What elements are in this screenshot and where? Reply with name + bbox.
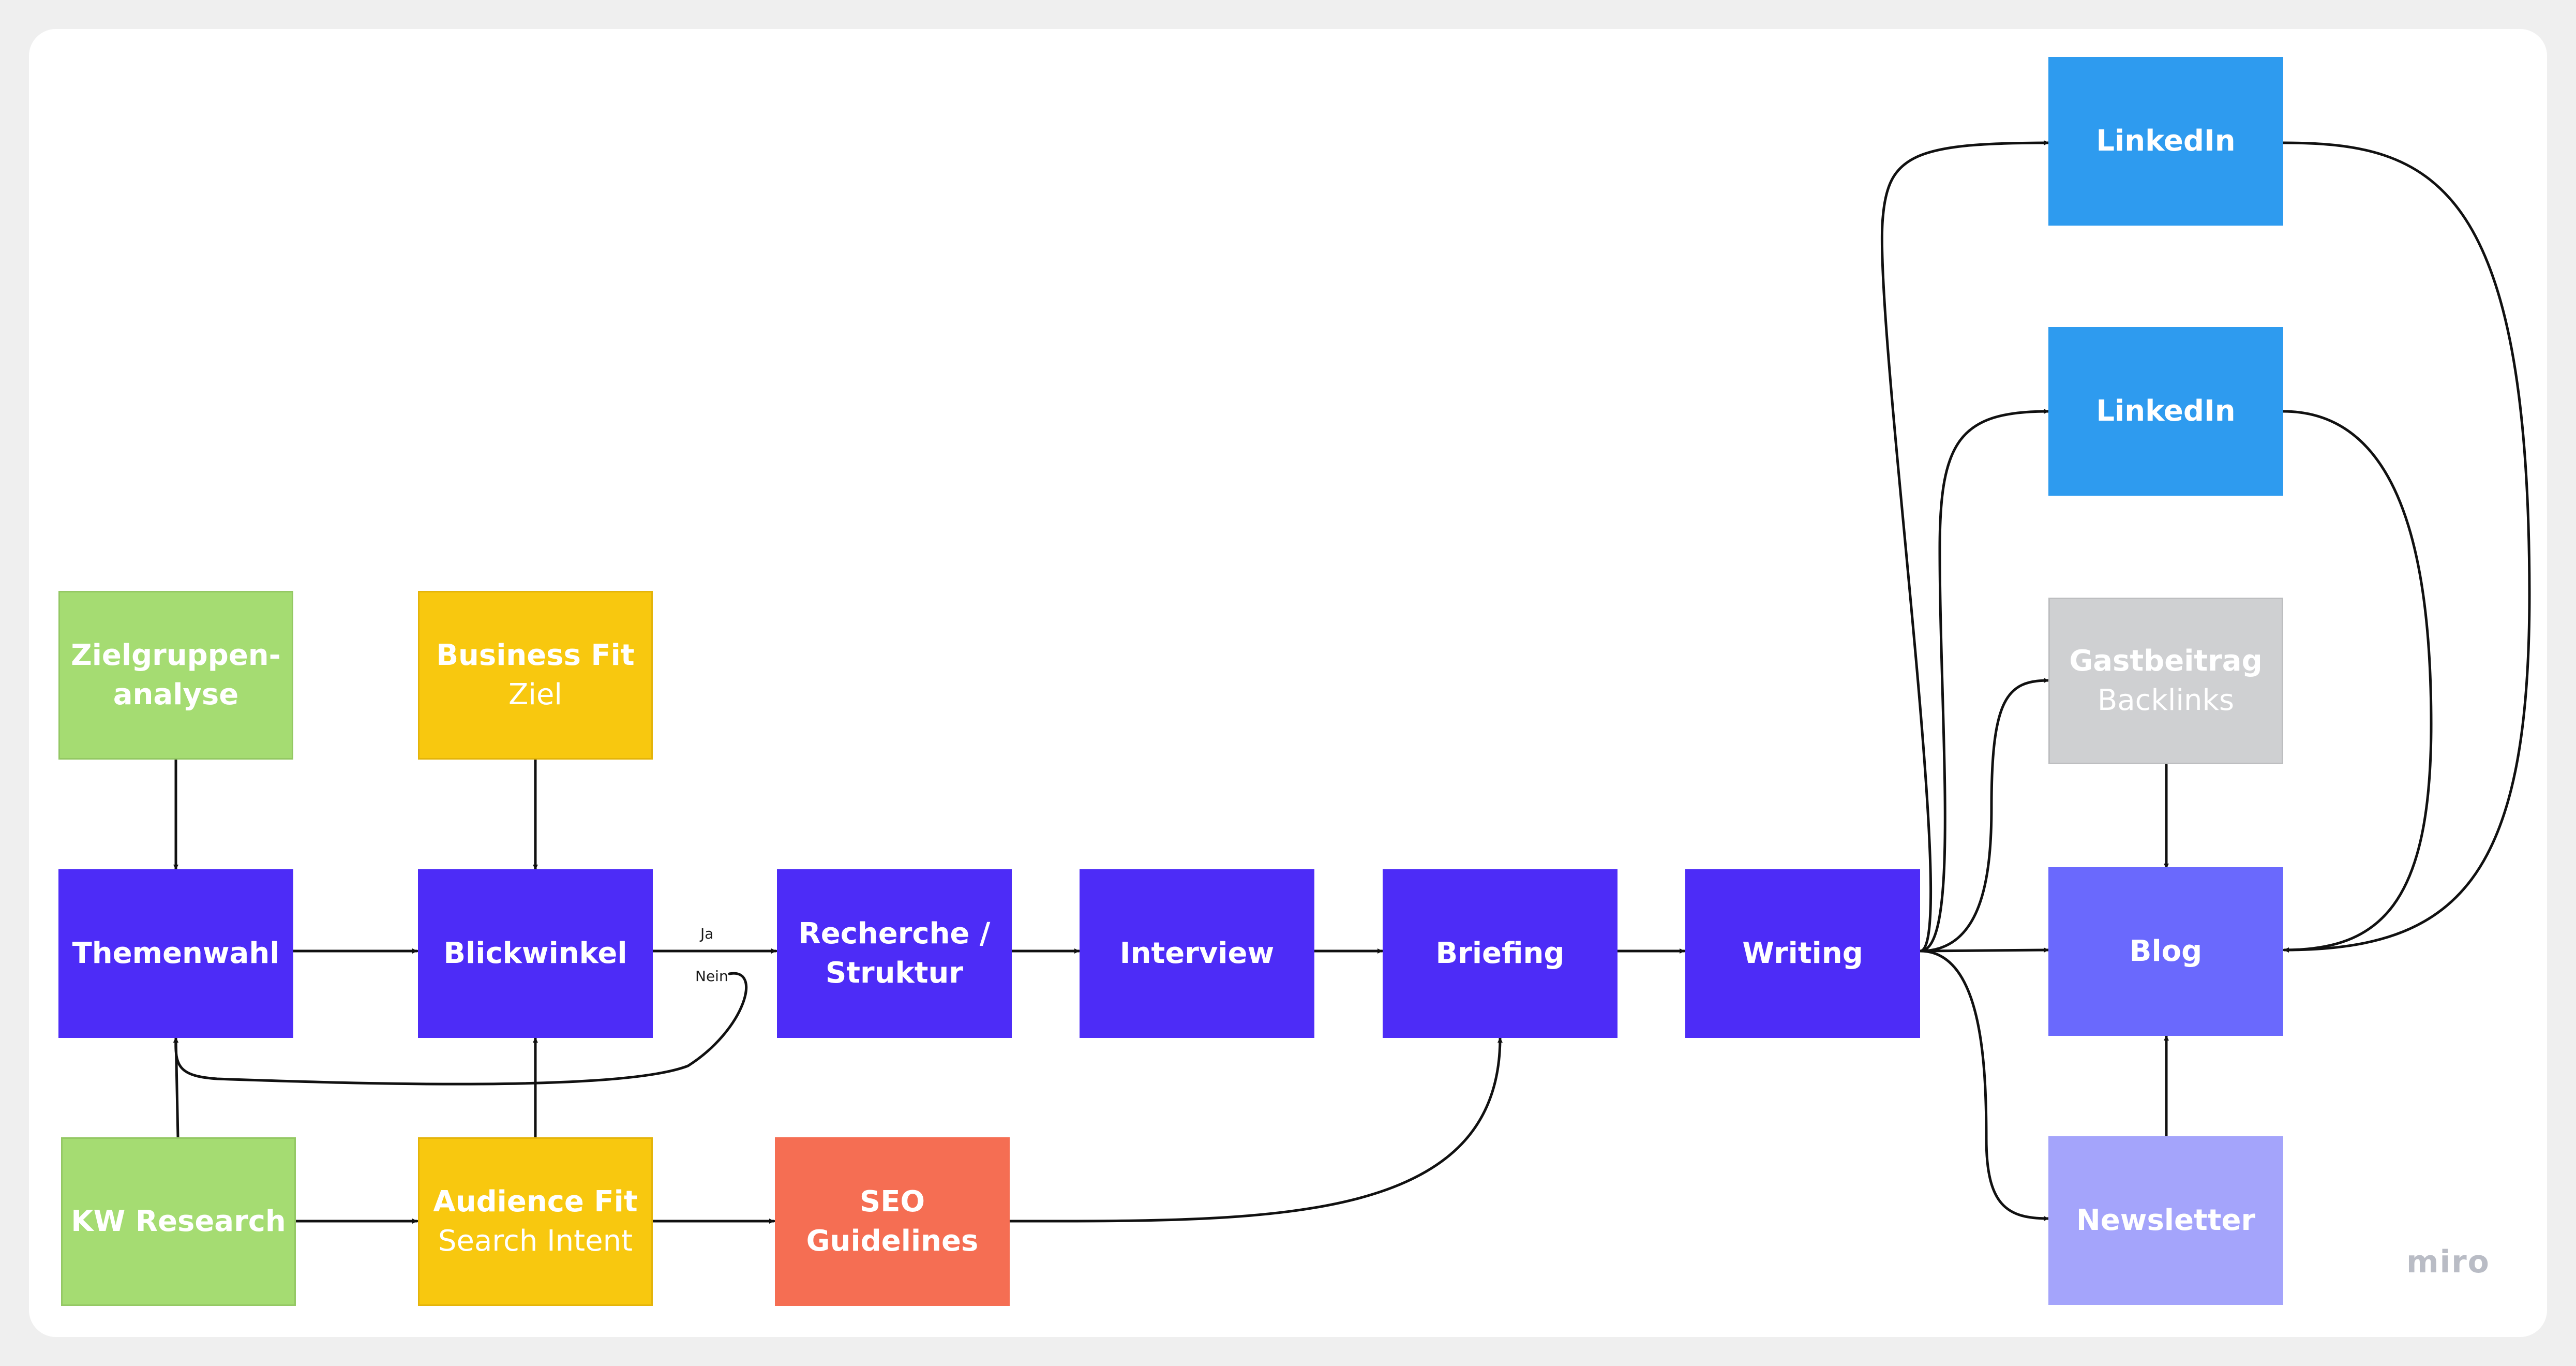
node-recherche-struktur[interactable]: Recherche / Struktur [777,869,1012,1038]
node-title: Audience Fit [433,1185,638,1219]
connector-writing-gastbeitrag[interactable] [1919,678,2050,953]
node-title: LinkedIn [2096,124,2236,158]
node-title: Zielgruppen- analyse [71,639,281,711]
connector-blickwinkel-themenwahl-nein[interactable] [173,972,748,1086]
node-title: Gastbeitrag [2069,644,2263,678]
connector-writing-linkedin-2[interactable] [1919,409,2050,953]
node-audience-fit[interactable]: Audience Fit Search Intent [418,1137,653,1306]
node-business-fit[interactable]: Business Fit Ziel [418,591,653,760]
node-themenwahl[interactable]: Themenwahl [58,869,293,1038]
node-subtitle: Search Intent [438,1224,633,1258]
connector-writing-newsletter[interactable] [1919,949,2050,1221]
node-blickwinkel[interactable]: Blickwinkel [418,869,653,1038]
node-linkedin-2[interactable]: LinkedIn [2048,327,2283,496]
node-writing[interactable]: Writing [1685,869,1920,1038]
node-title: Newsletter [2076,1204,2256,1237]
node-interview[interactable]: Interview [1080,869,1314,1038]
node-seo-guidelines[interactable]: SEO Guidelines [775,1137,1010,1306]
node-title: Blog [2129,934,2203,968]
edge-label-nein: Nein [695,968,728,985]
node-title: KW Research [71,1205,286,1238]
connector-seo-briefing[interactable] [1007,1036,1503,1223]
node-title: Recherche / Struktur [798,917,991,990]
node-title: Blickwinkel [443,937,627,970]
node-title: Themenwahl [72,937,280,970]
node-title: SEO Guidelines [806,1185,979,1258]
connector-linkedin-2-blog[interactable] [2282,410,2433,953]
node-title: Business Fit [436,639,635,672]
connector-writing-blog[interactable] [1919,947,2050,953]
node-kw-research[interactable]: KW Research [61,1137,296,1306]
node-title: Interview [1119,937,1275,970]
node-newsletter[interactable]: Newsletter [2048,1136,2283,1305]
node-linkedin-1[interactable]: LinkedIn [2048,57,2283,226]
connector-writing-linkedin-1[interactable] [1880,140,2050,953]
connector-linkedin-1-blog[interactable] [2282,141,2531,953]
node-title: Briefing [1435,937,1565,970]
node-subtitle: Backlinks [2097,684,2235,717]
node-briefing[interactable]: Briefing [1383,869,1618,1038]
node-subtitle: Ziel [508,678,562,711]
miro-logo: miro [2406,1244,2490,1280]
node-title: LinkedIn [2096,394,2236,428]
node-zielgruppenanalyse[interactable]: Zielgruppen- analyse [58,591,293,760]
node-gastbeitrag[interactable]: Gastbeitrag Backlinks [2048,598,2283,764]
node-title: Writing [1742,937,1863,970]
node-blog[interactable]: Blog [2048,867,2283,1036]
edge-label-ja: Ja [700,925,714,942]
